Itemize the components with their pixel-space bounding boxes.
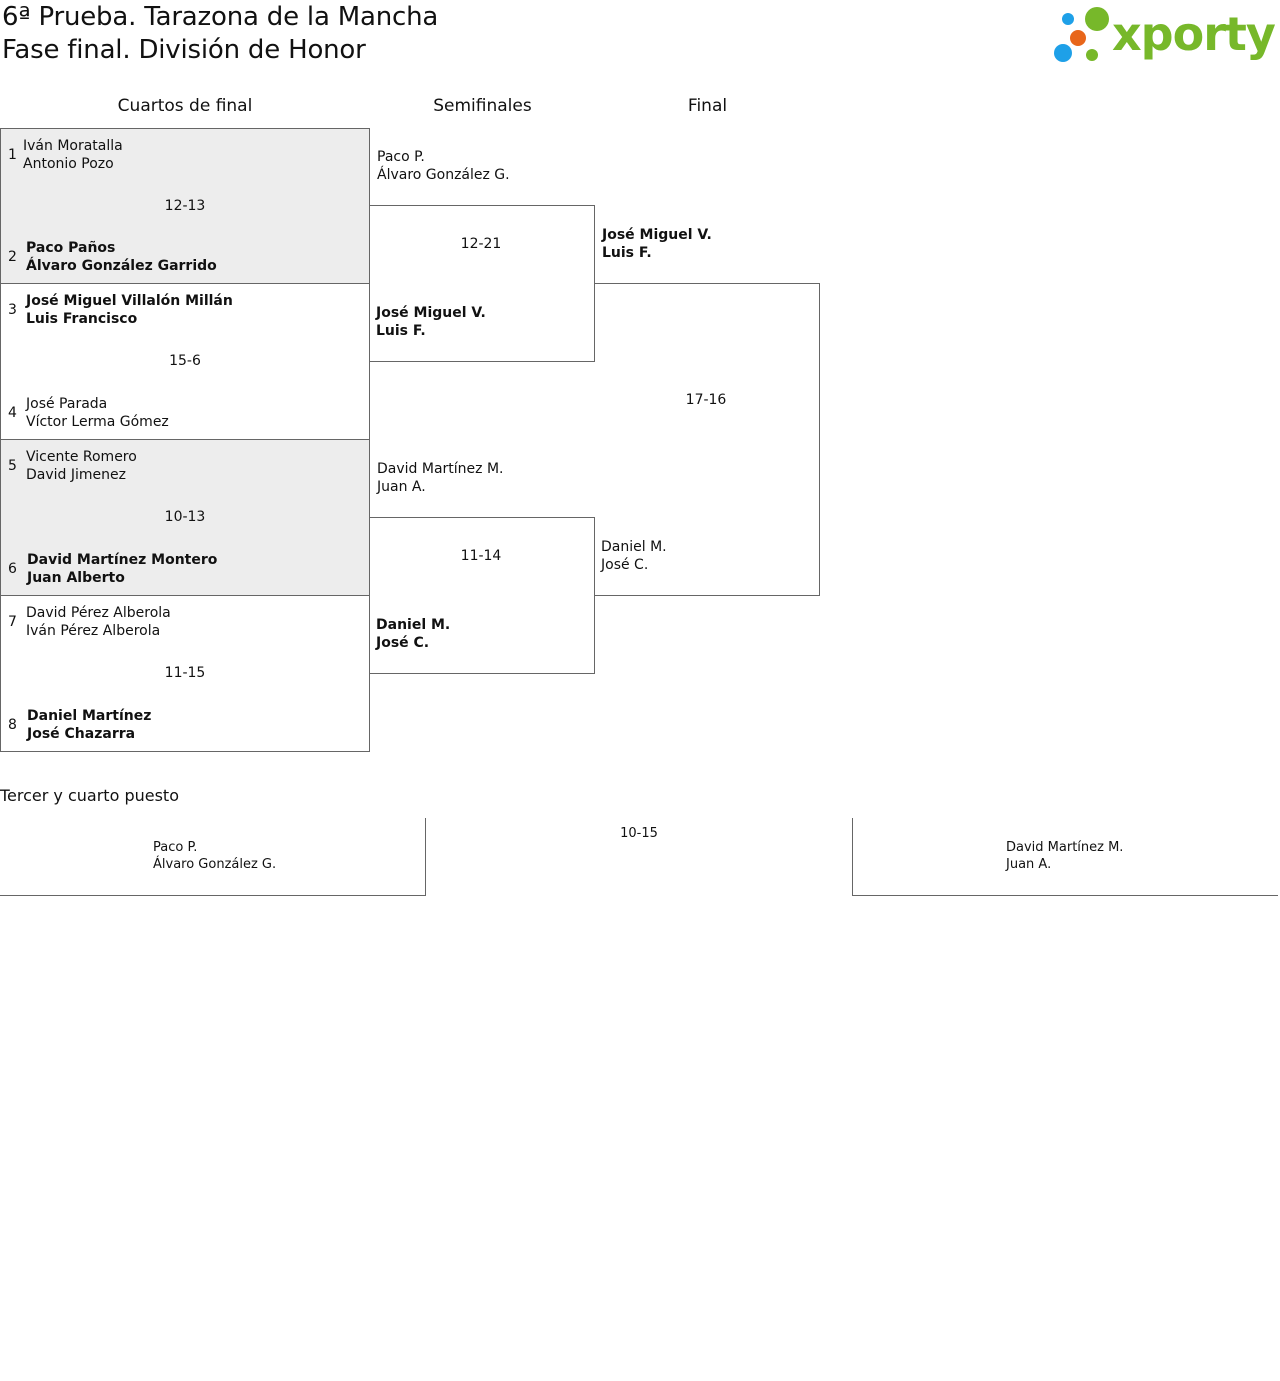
semifinal-2-team-top: David Martínez M. Juan A. (377, 460, 503, 496)
seed-number: 1 (8, 147, 17, 163)
seed-number: 3 (8, 302, 17, 318)
xporty-logo-mark (1054, 7, 1109, 62)
player-name: José Miguel Villalón Millán (26, 293, 233, 309)
player-name: José Parada (26, 396, 108, 412)
player-name: Daniel M. (601, 539, 667, 555)
player-name: Álvaro González G. (377, 167, 510, 183)
seed-number: 4 (8, 405, 17, 421)
player-name: Daniel Martínez (27, 708, 152, 724)
player-name: Juan A. (377, 479, 426, 495)
player-name: José C. (601, 557, 649, 573)
seed-number: 2 (8, 249, 17, 265)
player-name: José Miguel V. (376, 305, 486, 321)
match-score: 12-13 (164, 198, 206, 214)
player-name: José Chazarra (27, 726, 136, 742)
team-entry-winner: David Martínez Montero Juan Alberto (27, 551, 217, 587)
player-name: Luis F. (376, 323, 426, 339)
final-team-top: José Miguel V. Luis F. (602, 226, 712, 262)
page-subtitle: Fase final. División de Honor (2, 35, 366, 65)
seed-number: 6 (8, 561, 17, 577)
team-entry: Paco P. Álvaro González G. (153, 839, 276, 873)
player-name: Juan Alberto (27, 570, 125, 586)
player-name: Luis F. (602, 245, 652, 261)
round-heading-quarters: Cuartos de final (117, 96, 253, 116)
quarterfinal-match-3: 5 Vicente Romero David Jimenez 10-13 6 D… (0, 439, 370, 596)
team-entry-winner: Daniel M. José C. (376, 616, 450, 652)
team-entry: David Pérez Alberola Iván Pérez Alberola (26, 604, 171, 640)
player-name: David Jimenez (26, 467, 126, 483)
xporty-logo[interactable]: xporty (1050, 4, 1278, 68)
round-heading-final: Final (687, 96, 728, 116)
round-heading-semis: Semifinales (433, 96, 532, 116)
team-entry-winner: Daniel Martínez José Chazarra (27, 707, 151, 743)
semifinal-match-2: 11-14 Daniel M. José C. (369, 517, 595, 674)
third-place-right: David Martínez M. Juan A. (852, 818, 1278, 896)
player-name: Iván Moratalla (23, 138, 123, 154)
player-name: Iván Pérez Alberola (26, 623, 161, 639)
player-name: Álvaro González G. (153, 857, 277, 872)
final-match: 17-16 Daniel M. José C. (594, 283, 820, 596)
page-title: 6ª Prueba. Tarazona de la Mancha (2, 2, 439, 32)
player-name: Daniel M. (376, 617, 451, 633)
team-entry: Iván Moratalla Antonio Pozo (23, 137, 123, 173)
seed-number: 5 (8, 458, 17, 474)
final-team-bottom: Daniel M. José C. (601, 538, 667, 574)
player-name: David Martínez Montero (27, 552, 218, 568)
match-score: 10-13 (164, 509, 206, 525)
player-name: Juan A. (1006, 857, 1052, 872)
third-place-score: 10-15 (620, 826, 658, 841)
logo-text: xporty (1112, 7, 1276, 61)
player-name: David Pérez Alberola (26, 605, 171, 621)
semifinal-1-team-top: Paco P. Álvaro González G. (377, 148, 510, 184)
player-name: David Martínez M. (1006, 840, 1124, 855)
team-entry-winner: Paco Paños Álvaro González Garrido (26, 239, 217, 275)
third-place-left: Paco P. Álvaro González G. (0, 818, 426, 896)
match-score: 11-15 (164, 665, 206, 681)
team-entry: Vicente Romero David Jimenez (26, 448, 137, 484)
quarterfinal-match-4: 7 David Pérez Alberola Iván Pérez Albero… (0, 595, 370, 752)
player-name: Paco Paños (26, 240, 116, 256)
semifinal-match-1: 12-21 José Miguel V. Luis F. (369, 205, 595, 362)
player-name: Vicente Romero (26, 449, 137, 465)
player-name: Víctor Lerma Gómez (26, 414, 169, 430)
player-name: Antonio Pozo (23, 156, 114, 172)
player-name: Paco P. (377, 149, 425, 165)
player-name: Álvaro González Garrido (26, 258, 217, 274)
player-name: Paco P. (153, 840, 198, 855)
team-entry-winner: José Miguel Villalón Millán Luis Francis… (26, 292, 233, 328)
seed-number: 8 (8, 717, 17, 733)
player-name: Luis Francisco (26, 311, 138, 327)
quarterfinal-match-2: 3 José Miguel Villalón Millán Luis Franc… (0, 283, 370, 440)
match-score: 12-21 (460, 236, 502, 252)
seed-number: 7 (8, 614, 17, 630)
third-place-heading: Tercer y cuarto puesto (0, 786, 179, 805)
match-score: 17-16 (685, 392, 727, 408)
player-name: José C. (376, 635, 430, 651)
match-score: 11-14 (460, 548, 502, 564)
team-entry-winner: José Miguel V. Luis F. (376, 304, 486, 340)
team-entry: José Parada Víctor Lerma Gómez (26, 395, 169, 431)
player-name: José Miguel V. (602, 227, 712, 243)
match-score: 15-6 (169, 353, 201, 369)
quarterfinal-match-1: 1 Iván Moratalla Antonio Pozo 12-13 2 Pa… (0, 128, 370, 284)
player-name: David Martínez M. (377, 461, 504, 477)
team-entry: David Martínez M. Juan A. (1006, 839, 1123, 873)
